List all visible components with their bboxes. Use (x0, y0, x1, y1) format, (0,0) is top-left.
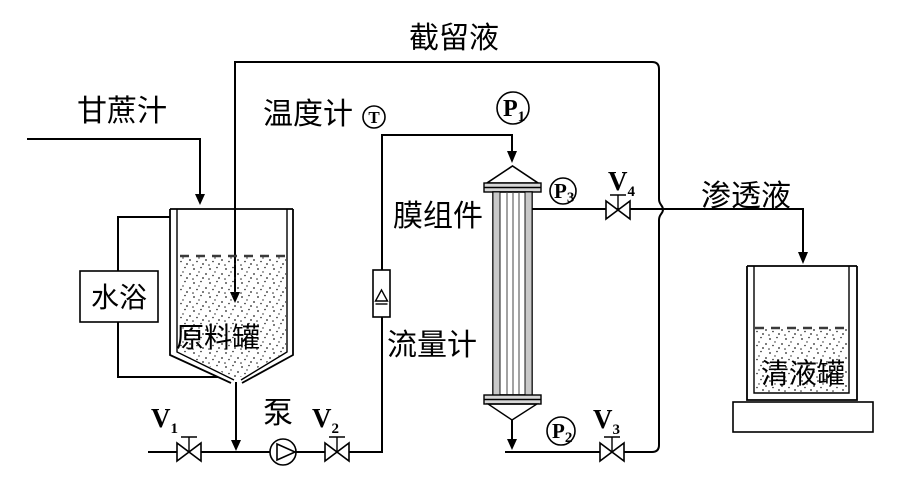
pressure-gauge-p1: P1 (496, 91, 530, 125)
feed-tank-inner-wall (176, 209, 288, 381)
feed-tank-outer-wall (169, 209, 294, 384)
water-bath-box (79, 270, 159, 323)
feed-tank-liquid (179, 256, 286, 377)
v3-label: V3 (593, 404, 620, 438)
flow-meter-label: 流量计 (387, 329, 477, 362)
valve-v2 (324, 436, 350, 463)
tank-outlet-arrowhead (231, 440, 241, 451)
membrane-module-label: 膜组件 (393, 200, 483, 233)
valve-v3 (599, 436, 625, 463)
feed-tank (169, 208, 294, 384)
membrane-bottom-cone (485, 403, 540, 421)
valve-v1 (176, 436, 202, 463)
p2-circle (546, 416, 576, 446)
thermometer-label: 温度计 (263, 98, 353, 131)
p2-label: P2 (552, 419, 572, 446)
pump-symbol (269, 438, 297, 466)
permeate-arrowhead (798, 252, 808, 264)
pump-line (148, 134, 513, 453)
v1-label: V1 (151, 403, 178, 437)
thermometer-letter: T (368, 108, 380, 127)
clear-tank-base (732, 401, 874, 433)
permeate-pipe (532, 208, 804, 252)
feed-label: 甘蔗汁 (77, 95, 167, 128)
pressure-gauge-p3: P3 (549, 177, 577, 206)
v4-label: V4 (608, 166, 636, 200)
pressure-gauge-p2: P2 (546, 416, 576, 446)
feed-arrowhead (195, 194, 205, 205)
pump-label: 泵 (263, 397, 293, 430)
valve-v4 (605, 194, 631, 221)
water-bath-label: 水浴 (91, 282, 147, 314)
retentate-label: 截留液 (409, 22, 499, 55)
p1-circle (496, 91, 530, 125)
thermometer-circle (362, 105, 386, 129)
feed-tank-label: 原料罐 (176, 322, 260, 354)
membrane-outlet-arrowhead (507, 439, 517, 450)
water-bath-pipes (117, 216, 218, 378)
thermometer-tag: T (362, 105, 386, 129)
membrane-inlet-arrowhead (507, 151, 517, 163)
p3-label: P3 (554, 179, 574, 206)
membrane-module (483, 165, 542, 421)
clear-tank-label: 清液罐 (761, 358, 845, 390)
permeate-label: 渗透液 (701, 180, 791, 213)
membrane-top-cone (484, 165, 541, 184)
clear-tank-outer-wall (746, 266, 858, 401)
v2-label: V2 (312, 403, 339, 437)
clear-tank (732, 265, 874, 433)
flow-meter-symbol (372, 269, 391, 318)
p1-label: P1 (503, 96, 525, 125)
p3-circle (549, 177, 577, 205)
clear-tank-liquid (755, 328, 849, 392)
feed-inlet-pipe (27, 138, 201, 194)
